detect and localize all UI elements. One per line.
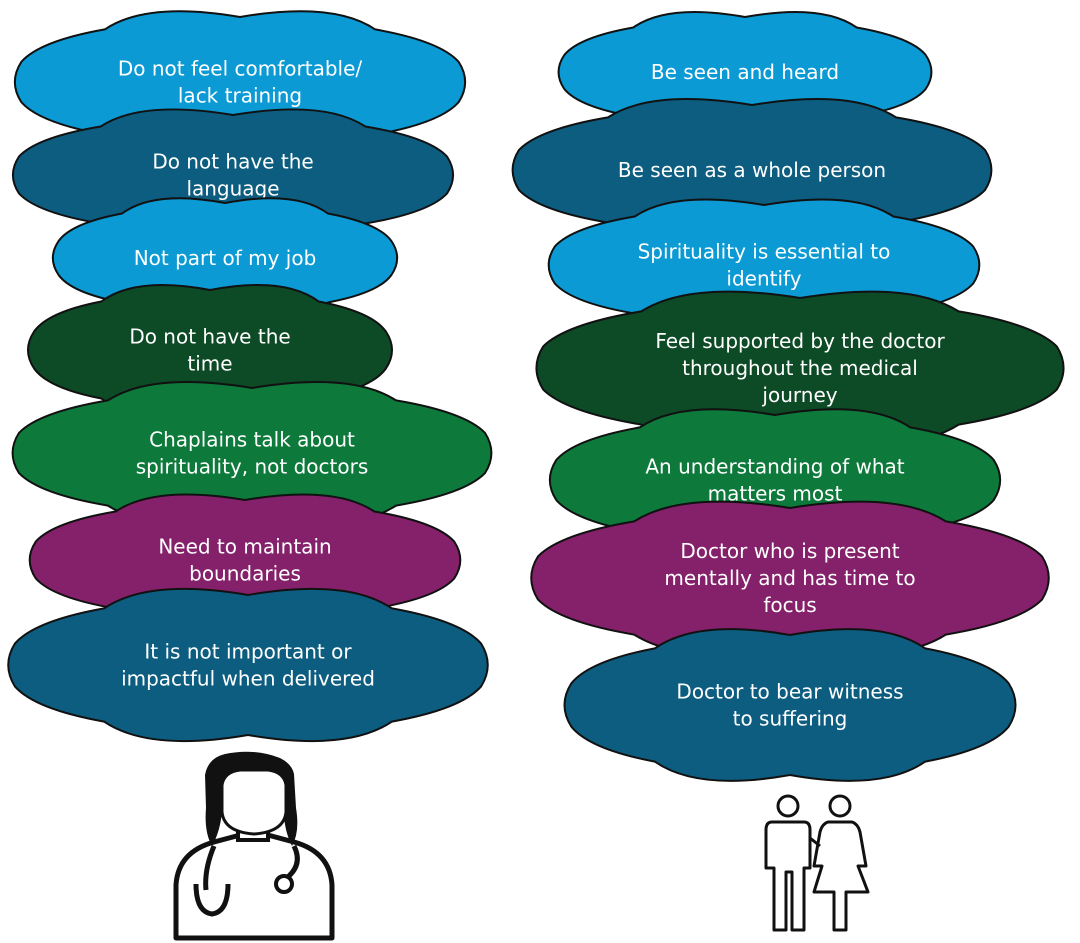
patient-couple-icon — [764, 794, 870, 932]
cloud-text-line: lack training — [178, 84, 302, 108]
doctor-cloud: It is not important or impactful when del… — [7, 587, 489, 743]
cloud-text-line: time — [187, 352, 232, 376]
cloud-text-line: Spirituality is essential to — [638, 240, 891, 264]
cloud-text-line: journey — [761, 383, 837, 407]
cloud-shape — [7, 587, 489, 743]
cloud-text-line: identify — [726, 267, 801, 291]
cloud-text-line: Not part of my job — [134, 246, 317, 270]
cloud-text-line: impactful when delivered — [121, 667, 375, 691]
cloud-text-line: focus — [763, 593, 816, 617]
cloud-text-line: Be seen as a whole person — [618, 158, 886, 182]
cloud-text-line: throughout the medical — [682, 356, 918, 380]
doctor-cloud: Chaplains talk about spirituality, not do… — [11, 381, 493, 525]
cloud-text-line: Feel supported by the doctor — [655, 329, 945, 353]
cloud-text-line: Doctor who is present — [680, 539, 899, 563]
clouds-layer: Do not feel comfortable/lack trainingDo … — [7, 10, 1065, 782]
cloud-text-line: Do not have the — [129, 325, 290, 349]
cloud-text-line: spirituality, not doctors — [136, 455, 369, 479]
cloud-text-line: Do not have the — [152, 150, 313, 174]
cloud-text-line: Chaplains talk about — [149, 428, 355, 452]
doctor-icon — [173, 751, 335, 941]
cloud-text-line: mentally and has time to — [664, 566, 915, 590]
cloud-text-line: boundaries — [189, 562, 301, 586]
cloud-text-line: Need to maintain — [158, 535, 331, 559]
cloud-text-line: Do not feel comfortable/ — [118, 57, 363, 81]
cloud-text-line: to suffering — [733, 707, 848, 731]
patient-cloud: Doctor who is present mentally and has ti… — [530, 500, 1050, 656]
patient-cloud: Doctor to bear witness to suffering — [563, 628, 1017, 782]
cloud-text-line: It is not important or — [144, 640, 352, 664]
cloud-text-line: Be seen and heard — [651, 60, 839, 84]
patient-cloud: Feel supported by the doctor throughout t… — [535, 290, 1065, 446]
cloud-text-line: Doctor to bear witness — [676, 680, 903, 704]
doctor-cloud: Do not have the language — [11, 108, 455, 242]
cloud-text-line: An understanding of what — [645, 455, 904, 479]
cloud-shape — [563, 628, 1017, 782]
cloud-text-line: language — [186, 177, 279, 201]
